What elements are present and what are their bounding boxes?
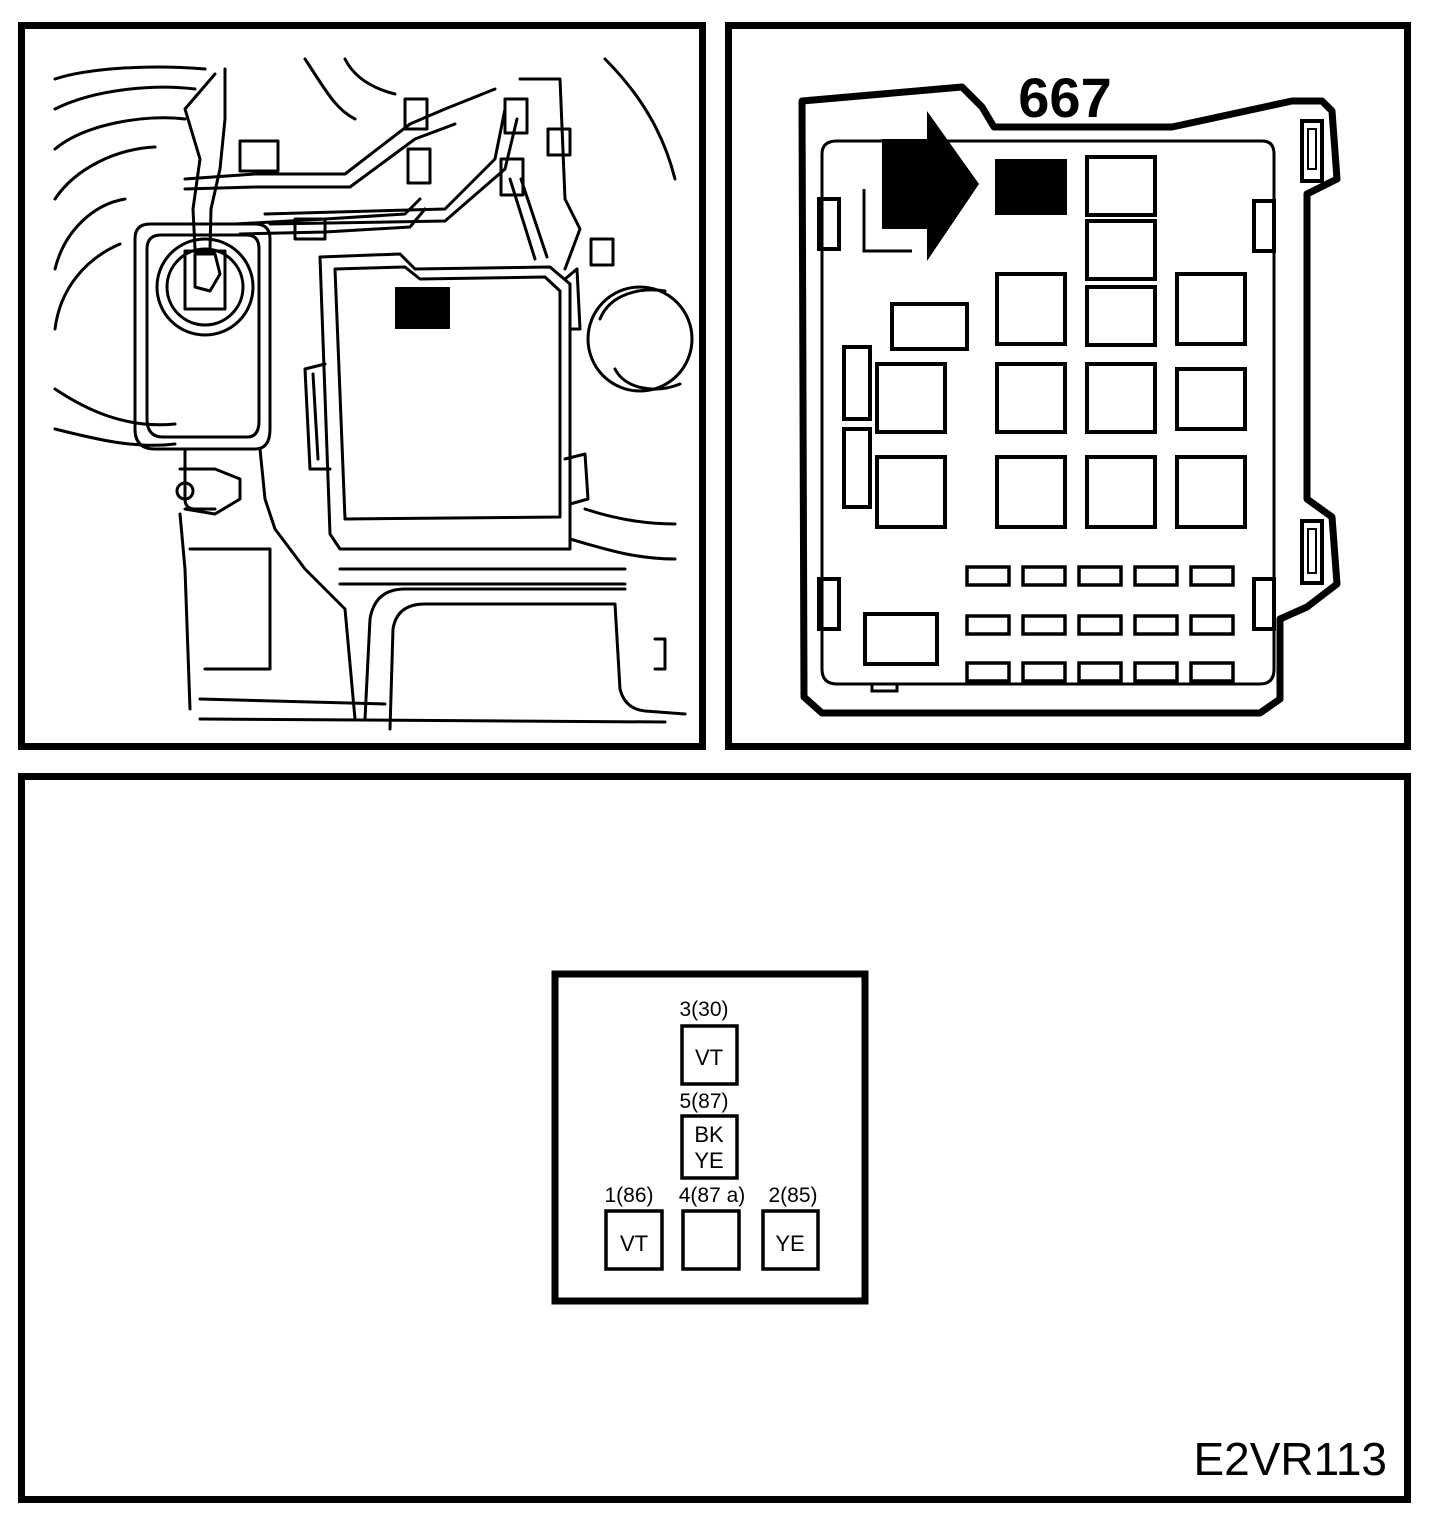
connector-pinout-drawing: 3(30) VT 5(87) BK YE 1(86) VT 4(87 a) 2(… — [551, 970, 1387, 1485]
right-arrow-icon — [882, 111, 979, 261]
pin-cavity-empty — [681, 1209, 741, 1271]
relay-667-highlight — [995, 159, 1067, 215]
pin-cavity — [680, 1024, 739, 1086]
pin-label: 5(87) — [679, 1090, 728, 1113]
highlighted-relay-marker — [395, 287, 450, 329]
figure-code: E2VR113 — [1193, 1433, 1387, 1485]
pin-wire-color: VT — [620, 1231, 648, 1256]
engine-bay-illustration — [18, 22, 706, 750]
pin-label: 2(85) — [768, 1184, 817, 1207]
pin-label: 1(86) — [604, 1184, 653, 1207]
pin-wire-color-secondary: YE — [694, 1148, 723, 1173]
fuse-box-drawing: 667 — [798, 66, 1341, 717]
engine-bay-drawing — [53, 57, 694, 731]
pin-wire-color: VT — [695, 1045, 723, 1070]
pin-wire-color: BK — [694, 1122, 724, 1147]
connector-pinout-panel: 3(30) VT 5(87) BK YE 1(86) VT 4(87 a) 2(… — [18, 773, 1411, 1503]
component-number-label: 667 — [1018, 66, 1111, 129]
pin-cavity — [604, 1209, 664, 1271]
pin-label: 3(30) — [679, 998, 728, 1021]
pin-cavity — [761, 1209, 820, 1271]
pin-cavity — [680, 1114, 739, 1180]
fuse-box-layout: 667 — [725, 22, 1411, 750]
pin-wire-color: YE — [775, 1231, 804, 1256]
pin-label: 4(87 a) — [679, 1184, 746, 1207]
connector-frame — [551, 970, 869, 1305]
